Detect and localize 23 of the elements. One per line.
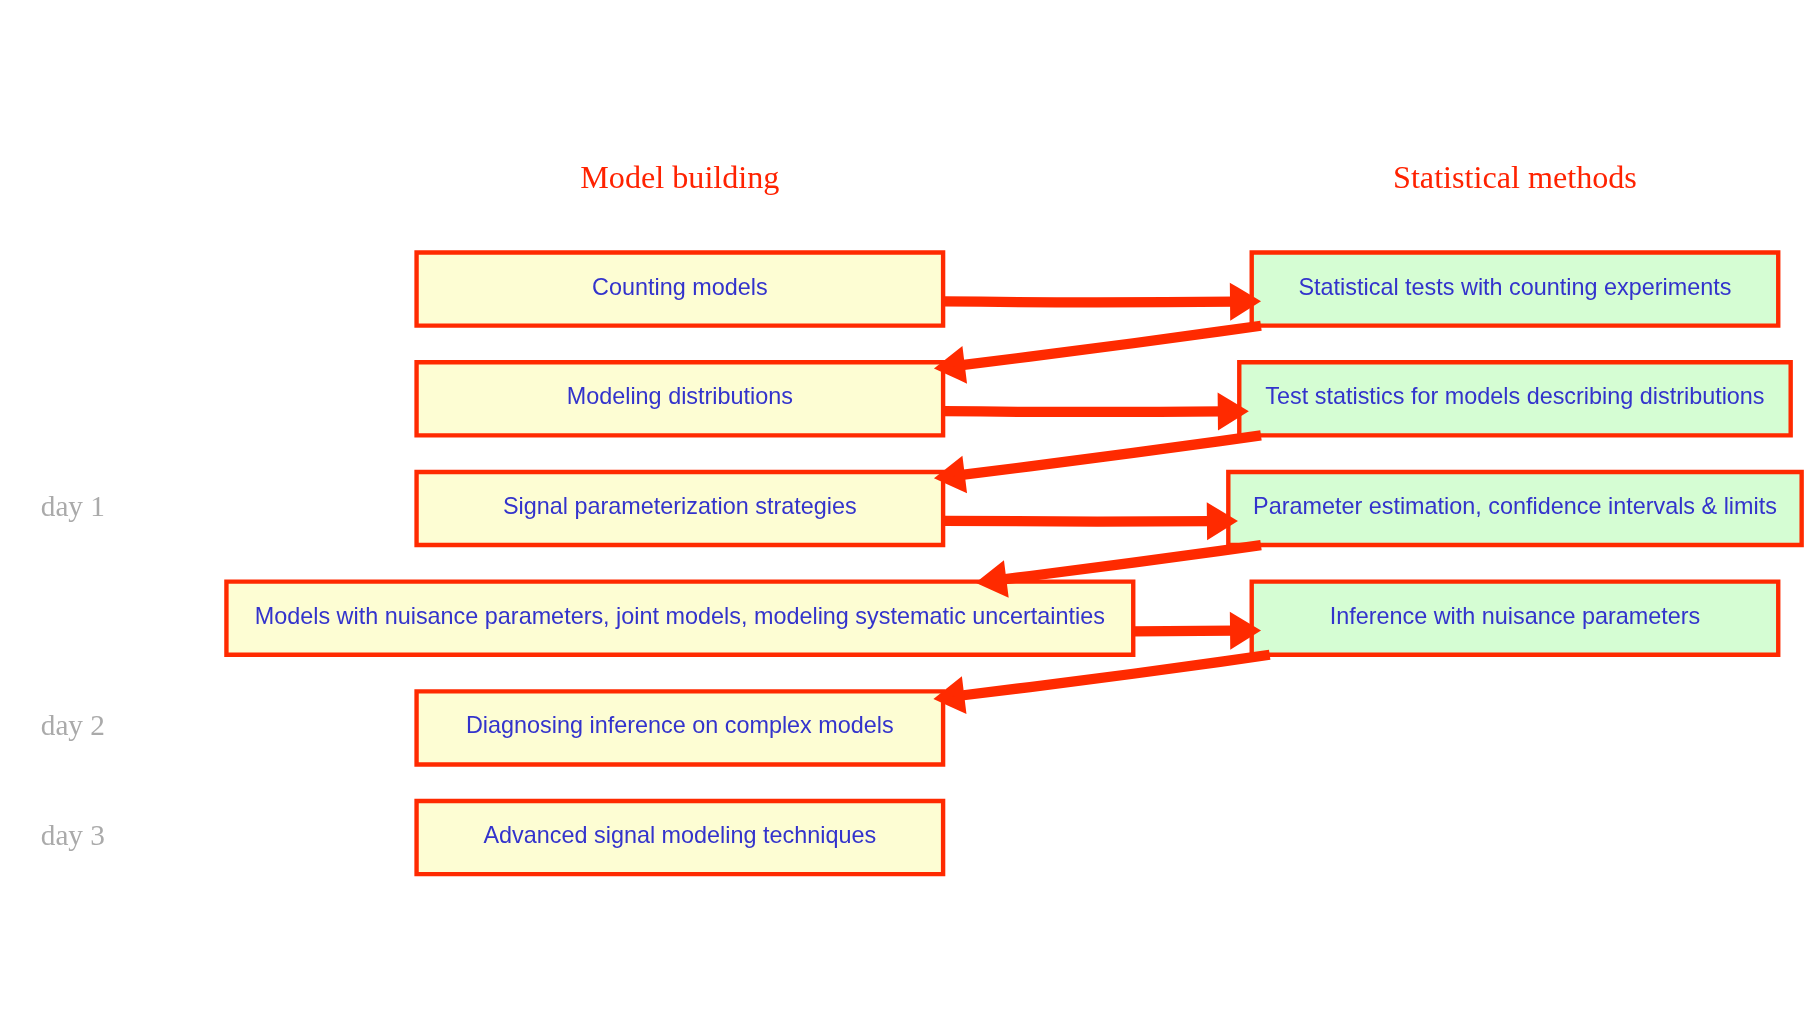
node-box: Diagnosing inference on complex models [414,689,946,767]
node-box: Counting models [414,250,946,328]
arrow [933,649,1271,715]
label: Model building [580,158,780,195]
node-box: Signal parameterization strategies [414,469,946,548]
node-box: Test statistics for models describing distributions [1237,360,1793,438]
label: day 2 [40,709,105,742]
arrow [1133,611,1262,650]
arrow [975,540,1262,598]
label: day 3 [40,818,105,851]
node-box: Parameter estimation, confidence intervals & limits [1226,469,1804,548]
label: day 1 [40,489,105,522]
arrow [943,502,1238,541]
arrow [933,430,1262,494]
label: Statistical methods [1393,158,1637,195]
node-box: Statistical tests with counting experiments [1249,250,1781,328]
node-box: Modeling distributions [414,360,946,438]
arrow [943,282,1262,321]
arrow [933,320,1262,384]
node-box: Inference with nuisance parameters [1249,579,1781,657]
node-box: Advanced signal modeling techniques [414,798,946,877]
arrow [943,392,1249,431]
node-box: Models with nuisance parameters, joint models, modeling systematic uncertainties [224,579,1136,657]
